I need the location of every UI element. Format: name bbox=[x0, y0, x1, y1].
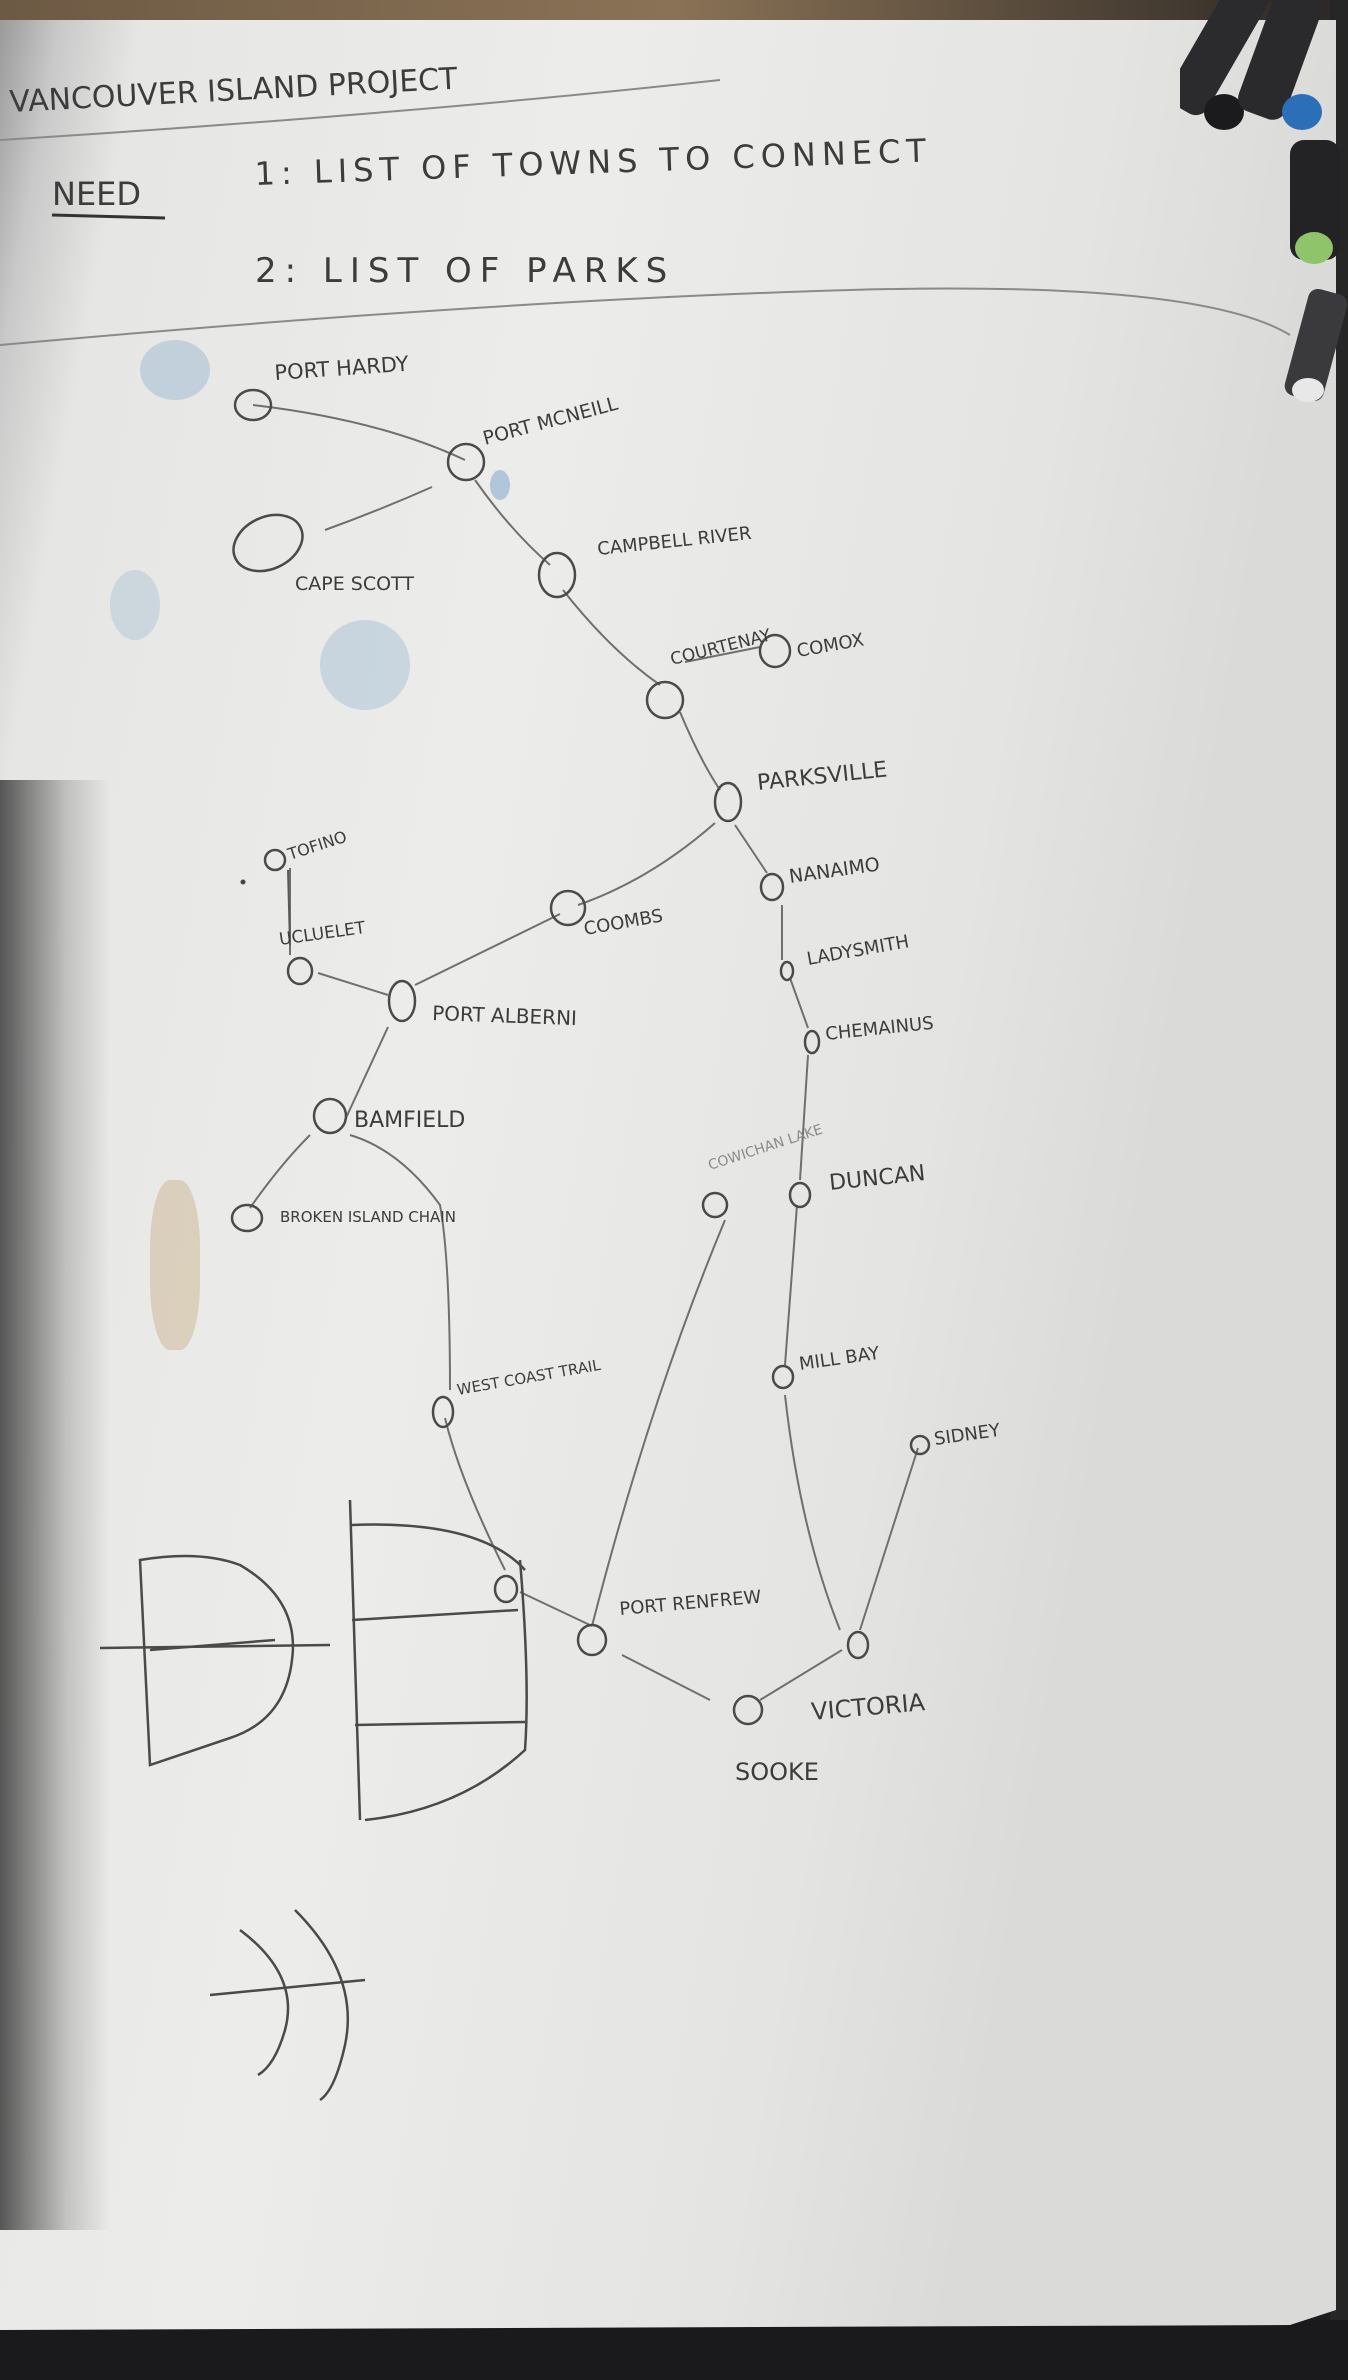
town-marker-comox bbox=[758, 633, 792, 669]
town-marker-sidney bbox=[909, 1434, 931, 1456]
town-marker-campbell-river bbox=[537, 551, 577, 599]
marker-pen-blue bbox=[1238, 0, 1332, 130]
blue-smudge bbox=[110, 570, 160, 640]
town-label-mill-bay: MILL BAY bbox=[798, 1343, 882, 1375]
town-label-chemainus: CHEMAINUS bbox=[824, 1013, 934, 1045]
marker-pen-grey bbox=[1180, 0, 1276, 130]
town-marker-ladysmith bbox=[779, 960, 795, 982]
town-marker-nanaimo bbox=[759, 872, 785, 902]
town-marker-courtenay bbox=[645, 680, 685, 720]
town-marker-broken-island-chain bbox=[230, 1203, 264, 1233]
town-marker-bamfield bbox=[312, 1097, 348, 1135]
town-label-campbell-river: CAMPBELL RIVER bbox=[596, 523, 752, 560]
town-marker-port-hardy bbox=[233, 388, 273, 422]
need-item-parks: 2: LIST OF PARKS bbox=[255, 251, 675, 291]
town-label-sidney: SIDNEY bbox=[933, 1420, 1003, 1450]
need-item-towns: 1: LIST OF TOWNS TO CONNECT bbox=[254, 131, 933, 193]
blue-smudge bbox=[320, 620, 410, 710]
hand-shadow bbox=[0, 780, 110, 2230]
town-label-parksville: PARKSVILLE bbox=[756, 757, 888, 796]
doodle-shapes bbox=[99, 1499, 528, 2102]
town-marker-port-renfrew bbox=[576, 1623, 608, 1657]
town-marker-victoria bbox=[846, 1630, 870, 1660]
marker-pens bbox=[1180, 0, 1348, 402]
town-label-bamfield: BAMFIELD bbox=[354, 1108, 465, 1133]
town-label-courtenay: COURTENAY bbox=[668, 625, 773, 669]
town-label-victoria: VICTORIA bbox=[810, 1688, 927, 1726]
town-marker-trail-end bbox=[493, 1574, 519, 1604]
town-marker-ucluelet bbox=[286, 956, 314, 986]
town-marker-sooke bbox=[732, 1694, 764, 1726]
town-marker-tofino bbox=[263, 848, 287, 872]
town-marker-west-coast-trail bbox=[431, 1395, 455, 1429]
town-label-sooke: SOOKE bbox=[735, 1758, 819, 1786]
road-network bbox=[249, 404, 919, 1701]
town-marker-cowichan-lake bbox=[701, 1191, 729, 1219]
blue-smudge bbox=[490, 470, 510, 500]
town-label-duncan: DUNCAN bbox=[828, 1161, 926, 1196]
town-label-port-renfrew: PORT RENFREW bbox=[619, 1587, 763, 1620]
town-label-comox: COMOX bbox=[795, 630, 865, 662]
town-label-port-hardy: PORT HARDY bbox=[274, 352, 410, 385]
town-label-nanaimo: NANAIMO bbox=[788, 853, 882, 888]
town-label-west-coast-trail: WEST COAST TRAIL bbox=[456, 1356, 603, 1399]
town-label-port-alberni: PORT ALBERNI bbox=[432, 1001, 578, 1030]
town-label-tofino: TOFINO bbox=[284, 827, 349, 864]
town-marker-cape-scott bbox=[232, 513, 304, 573]
town-label-port-mcneill: PORT MCNEILL bbox=[481, 393, 621, 450]
town-label-cowichan-lake: COWICHAN LAKE bbox=[706, 1122, 824, 1174]
blue-smudge bbox=[140, 340, 210, 400]
town-label-ucluelet: UCLUELET bbox=[278, 918, 367, 950]
town-marker-parksville bbox=[713, 781, 743, 823]
town-label-broken-island-chain: BROKEN ISLAND CHAIN bbox=[280, 1208, 456, 1226]
town-label-ladysmith: LADYSMITH bbox=[805, 931, 910, 970]
marker-pen-green bbox=[1290, 140, 1340, 264]
town-marker-duncan bbox=[788, 1181, 812, 1209]
need-label: NEED bbox=[52, 175, 141, 213]
desk-surface-bottom bbox=[0, 2320, 1348, 2380]
town-marker-chemainus bbox=[803, 1029, 821, 1055]
town-label-cape-scott: CAPE SCOTT bbox=[295, 573, 414, 595]
town-marker-mill-bay bbox=[771, 1364, 795, 1390]
town-label-coombs: COOMBS bbox=[582, 905, 664, 940]
town-marker-port-alberni bbox=[387, 979, 417, 1023]
paper-stain bbox=[150, 1180, 200, 1350]
town-marker-coombs bbox=[549, 889, 587, 927]
marker-pen-white bbox=[1284, 288, 1348, 402]
town-marker-port-mcneill bbox=[446, 442, 486, 482]
sketch-paper bbox=[0, 20, 1336, 2330]
